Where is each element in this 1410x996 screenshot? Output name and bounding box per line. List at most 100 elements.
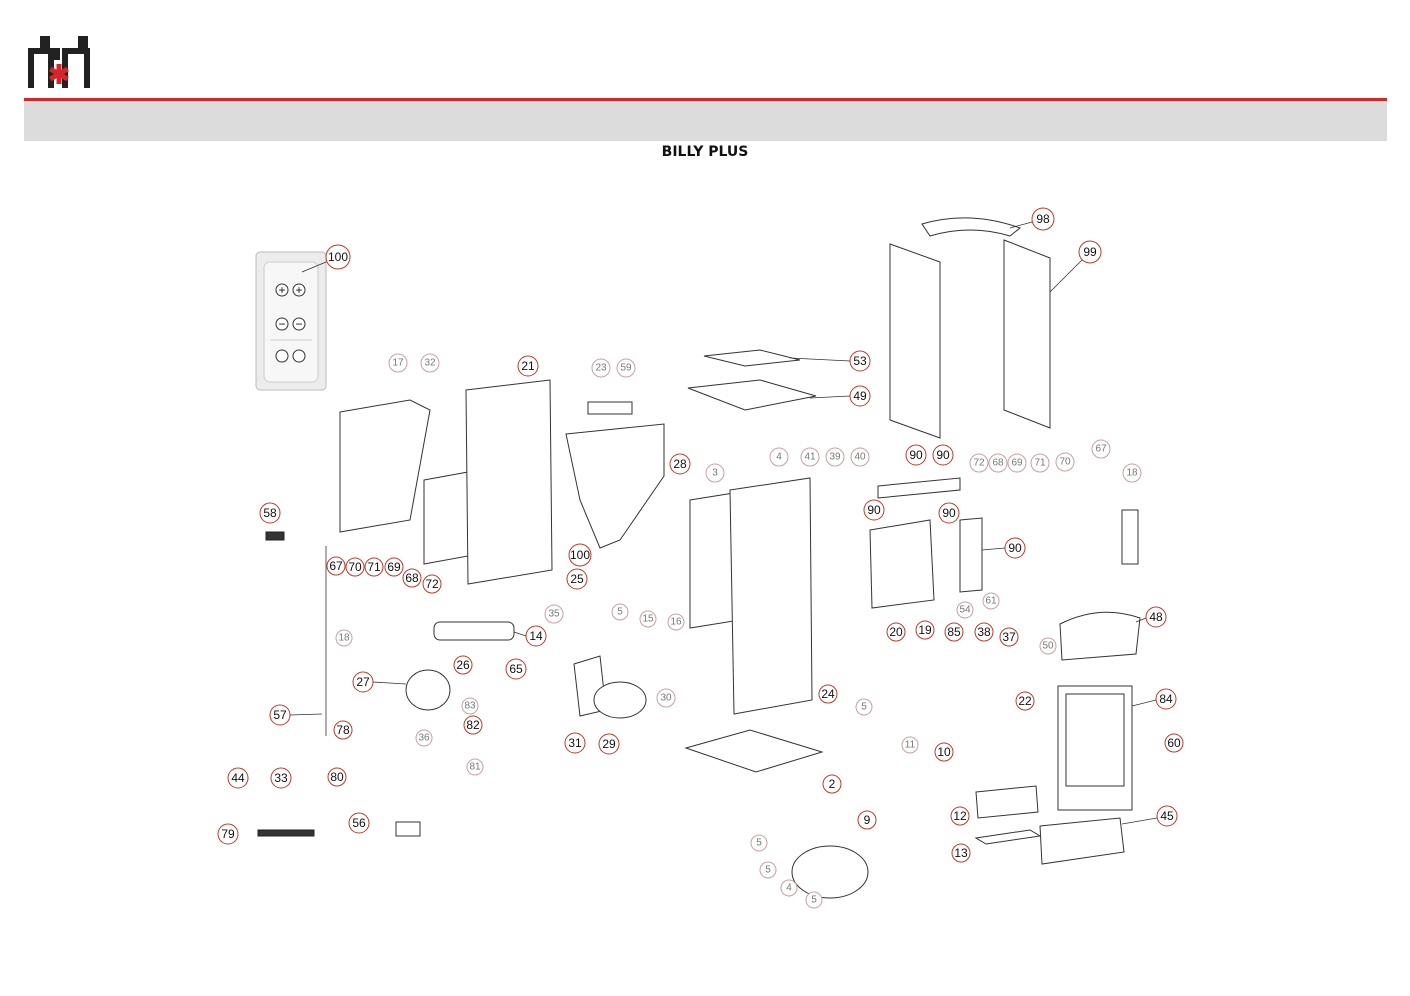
part-32 [423,471,469,565]
svg-text:18: 18 [1126,468,1138,479]
burner [433,621,515,641]
svg-text:82: 82 [466,718,480,732]
svg-text:57: 57 [273,708,287,722]
callout-18: 18 [1122,463,1142,483]
callout-5: 5 [855,698,873,716]
callout-80: 80 [327,767,347,787]
svg-text:72: 72 [973,458,985,469]
fan [405,669,451,711]
svg-text:100: 100 [328,250,348,264]
part-45 [1039,817,1125,865]
callout-90: 90 [981,537,1026,559]
svg-text:81: 81 [469,762,481,773]
callout-10: 10 [934,742,954,762]
svg-text:32: 32 [424,358,436,369]
svg-text:69: 69 [387,560,401,574]
svg-text:83: 83 [464,701,476,712]
svg-text:15: 15 [642,614,654,625]
callout-83: 83 [461,697,479,715]
part-48 [1059,611,1141,661]
callout-28: 28 [669,453,691,475]
callout-54: 54 [956,601,974,619]
svg-text:45: 45 [1160,809,1174,823]
callout-60: 60 [1164,733,1184,753]
callout-67: 67 [1091,439,1111,459]
callout-70: 70 [1055,452,1075,472]
part-53 [703,349,801,367]
callout-81: 81 [466,758,484,776]
svg-text:90: 90 [936,448,950,462]
callout-50: 50 [1039,637,1057,655]
header-bar [24,101,1387,141]
callout-25: 25 [566,568,588,590]
callout-11: 11 [901,736,919,754]
callout-22: 22 [1015,691,1035,711]
callout-44: 44 [227,767,249,789]
svg-text:35: 35 [548,609,560,620]
callout-5: 5 [805,891,823,909]
svg-text:13: 13 [954,846,968,860]
remote-minus-left: − [278,317,285,331]
svg-text:14: 14 [529,629,543,643]
callout-13: 13 [951,843,971,863]
svg-text:90: 90 [942,506,956,520]
svg-text:27: 27 [356,675,370,689]
callout-53: 53 [789,350,871,372]
svg-text:5: 5 [617,607,623,618]
svg-text:29: 29 [602,737,616,751]
callout-2: 2 [822,774,842,794]
callout-90: 90 [932,444,954,466]
svg-text:68: 68 [405,571,419,585]
hopper [565,423,665,549]
svg-text:71: 71 [367,560,381,574]
callout-90: 90 [938,502,960,524]
svg-text:20: 20 [889,625,903,639]
remote-plus-right: + [295,283,302,297]
callout-14: 14 [513,625,547,647]
svg-text:48: 48 [1149,610,1163,624]
svg-text:18: 18 [338,633,350,644]
svg-text:17: 17 [392,358,404,369]
callout-98: 98 [1009,207,1055,231]
svg-text:38: 38 [977,625,991,639]
svg-text:65: 65 [509,662,523,676]
svg-text:3: 3 [712,468,718,479]
page-title: BILLY PLUS [661,144,749,160]
part-49 [687,379,817,411]
remote-plus-left: + [278,283,285,297]
callout-5: 5 [611,603,629,621]
callout-37: 37 [999,627,1019,647]
callout-85: 85 [944,622,964,642]
callout-78: 78 [333,720,353,740]
callout-19: 19 [915,620,935,640]
svg-text:4: 4 [786,883,792,894]
callout-33: 33 [270,767,292,789]
callout-59: 59 [616,358,636,378]
callouts: 100 17 32 21 23 59 53 49 98 99 28 3 4 41… [217,207,1184,909]
callout-5: 5 [759,861,777,879]
base-plate [684,729,824,773]
callout-67: 67 [326,556,346,576]
callout-39: 39 [825,447,845,467]
svg-text:23: 23 [595,363,607,374]
part-90-panel [869,519,935,609]
callout-30: 30 [656,688,676,708]
svg-text:2: 2 [829,777,836,791]
svg-text:78: 78 [336,723,350,737]
svg-text:99: 99 [1083,245,1097,259]
svg-text:41: 41 [804,452,816,463]
callout-68: 68 [988,453,1008,473]
svg-text:4: 4 [776,452,782,463]
svg-text:36: 36 [418,733,430,744]
callout-31: 31 [564,732,586,754]
callout-84: 84 [1131,688,1177,710]
callout-15: 15 [639,610,657,628]
svg-text:39: 39 [829,452,841,463]
callout-20: 20 [886,622,906,642]
svg-text:61: 61 [985,596,997,607]
svg-text:5: 5 [861,702,867,713]
callout-48: 48 [1135,606,1167,628]
callout-90: 90 [863,499,885,521]
svg-text:85: 85 [947,625,961,639]
